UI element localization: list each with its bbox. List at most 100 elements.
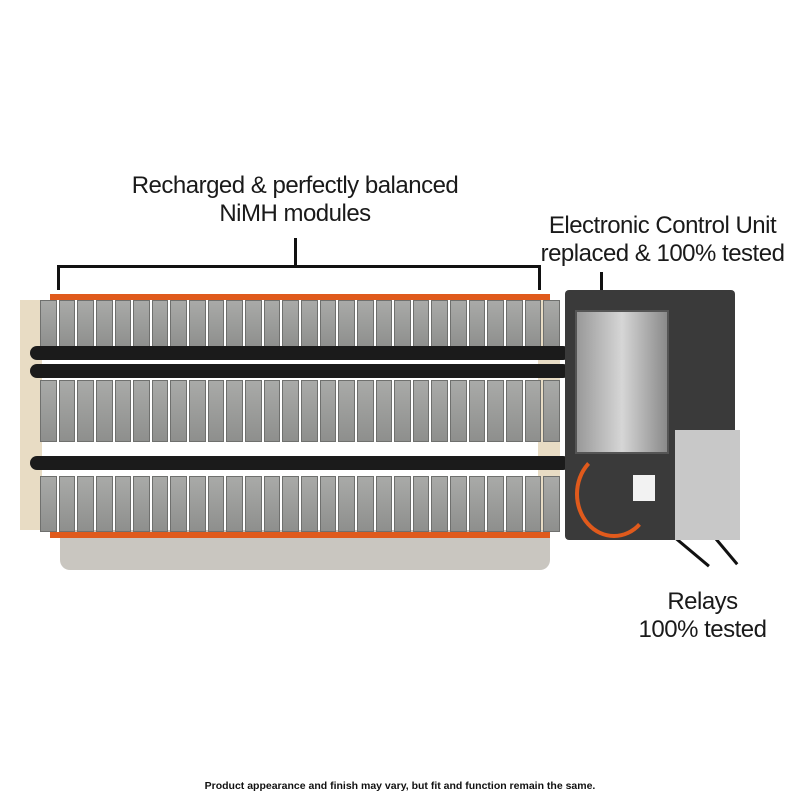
battery-module xyxy=(170,476,188,532)
battery-module xyxy=(282,380,299,442)
end-cap-left xyxy=(20,300,42,530)
battery-module xyxy=(133,476,150,532)
battery-module xyxy=(114,380,132,442)
vent-tube-mid xyxy=(30,364,570,378)
battery-module xyxy=(207,476,225,532)
disclaimer-footer: Product appearance and finish may vary, … xyxy=(204,780,596,792)
battery-module xyxy=(543,300,560,348)
battery-module xyxy=(543,476,560,532)
battery-module xyxy=(431,476,449,532)
battery-module xyxy=(524,476,542,532)
battery-module xyxy=(338,300,355,348)
annotation-ecu-line2: replaced & 100% tested xyxy=(540,240,785,267)
battery-pack-image xyxy=(20,280,570,580)
battery-module xyxy=(506,476,523,532)
battery-module xyxy=(319,476,337,532)
battery-module xyxy=(394,476,411,532)
battery-module xyxy=(450,476,467,532)
battery-module xyxy=(40,380,57,442)
battery-module xyxy=(207,300,225,348)
battery-module xyxy=(506,380,523,442)
battery-module xyxy=(431,380,449,442)
annotation-modules: Recharged & perfectly balanced NiMH modu… xyxy=(120,172,470,228)
battery-module xyxy=(95,380,113,442)
battery-module xyxy=(245,300,262,348)
battery-module xyxy=(412,380,430,442)
battery-module xyxy=(468,476,486,532)
battery-module xyxy=(263,380,281,442)
battery-module xyxy=(58,476,76,532)
battery-module xyxy=(114,476,132,532)
bus-bar-bottom xyxy=(50,532,550,538)
battery-module xyxy=(189,380,206,442)
battery-module xyxy=(189,476,206,532)
modules-bracket xyxy=(57,265,541,290)
battery-module xyxy=(375,476,393,532)
battery-module xyxy=(412,300,430,348)
battery-module xyxy=(356,380,374,442)
battery-module xyxy=(338,476,355,532)
annotation-relays-line2: 100% tested xyxy=(638,616,767,643)
battery-module xyxy=(226,300,244,348)
modules-bracket-stem xyxy=(294,238,297,266)
annotation-ecu: Electronic Control Unit replaced & 100% … xyxy=(535,212,790,268)
battery-module xyxy=(133,300,150,348)
battery-module xyxy=(263,476,281,532)
battery-module xyxy=(151,380,169,442)
battery-module xyxy=(450,300,467,348)
battery-module xyxy=(394,300,411,348)
battery-module xyxy=(300,476,318,532)
relay-bracket xyxy=(675,430,740,540)
battery-module xyxy=(524,300,542,348)
battery-module xyxy=(468,300,486,348)
battery-module xyxy=(487,380,505,442)
battery-module xyxy=(151,476,169,532)
battery-module xyxy=(300,300,318,348)
battery-module xyxy=(245,476,262,532)
battery-module xyxy=(375,300,393,348)
battery-module xyxy=(114,300,132,348)
battery-module xyxy=(319,300,337,348)
battery-module xyxy=(282,476,299,532)
battery-module xyxy=(524,380,542,442)
annotation-modules-line1: Recharged & perfectly balanced xyxy=(131,172,459,199)
battery-module xyxy=(356,476,374,532)
battery-module xyxy=(77,476,94,532)
battery-module xyxy=(77,380,94,442)
battery-module xyxy=(40,300,57,348)
battery-module xyxy=(189,300,206,348)
battery-module xyxy=(40,476,57,532)
annotation-ecu-line1: Electronic Control Unit xyxy=(548,212,777,239)
annotation-relays-line1: Relays xyxy=(667,588,738,615)
battery-module xyxy=(450,380,467,442)
annotation-relays: Relays 100% tested xyxy=(625,588,780,644)
battery-module xyxy=(95,476,113,532)
relay xyxy=(633,475,655,501)
battery-module xyxy=(543,380,560,442)
battery-module xyxy=(58,380,76,442)
module-row-middle xyxy=(40,380,560,442)
battery-module xyxy=(77,300,94,348)
vent-tube-top xyxy=(30,346,570,360)
battery-module xyxy=(282,300,299,348)
battery-module xyxy=(151,300,169,348)
bus-bar-top xyxy=(50,294,550,300)
battery-module xyxy=(506,300,523,348)
battery-module xyxy=(300,380,318,442)
vent-tube-bottom xyxy=(30,456,570,470)
battery-module xyxy=(207,380,225,442)
battery-module xyxy=(170,300,188,348)
battery-module xyxy=(170,380,188,442)
battery-module xyxy=(95,300,113,348)
annotation-modules-line2: NiMH modules xyxy=(219,200,371,227)
battery-module xyxy=(431,300,449,348)
battery-module xyxy=(487,300,505,348)
battery-module xyxy=(245,380,262,442)
module-row-top xyxy=(40,300,560,348)
module-row-bottom xyxy=(40,476,560,532)
battery-module xyxy=(412,476,430,532)
ecu-assembly-image xyxy=(565,290,740,550)
battery-module xyxy=(487,476,505,532)
battery-module xyxy=(338,380,355,442)
battery-module xyxy=(263,300,281,348)
